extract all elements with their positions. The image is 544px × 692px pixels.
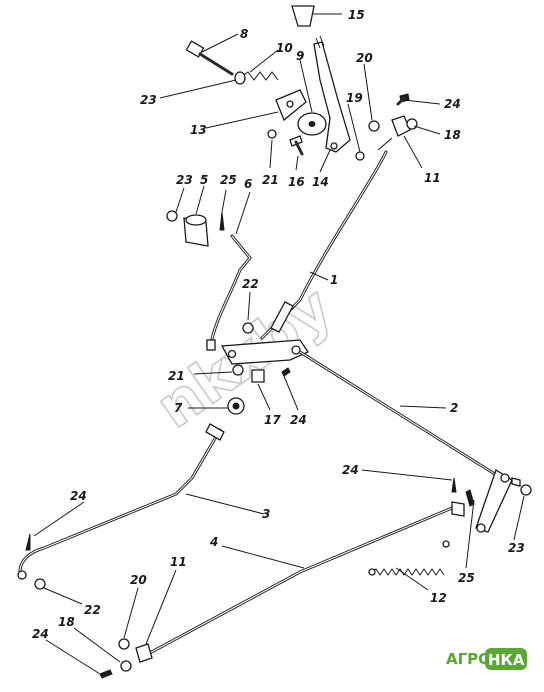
knob-15 <box>291 5 315 27</box>
callout-21-mid: 21 <box>168 369 185 383</box>
callout-9: 9 <box>296 49 304 63</box>
callout-24-left: 24 <box>70 489 87 503</box>
callout-16: 16 <box>288 175 305 189</box>
rod-1 <box>260 137 393 340</box>
rod-3 <box>17 423 225 580</box>
callout-12: 12 <box>430 591 447 605</box>
callout-24-top: 24 <box>444 97 461 111</box>
callout-5: 5 <box>200 173 208 187</box>
callout-11-top: 11 <box>424 171 441 185</box>
bolt-8 <box>185 40 234 76</box>
disc-9 <box>297 112 327 136</box>
spring-12 <box>368 540 450 576</box>
callout-24-mid: 24 <box>290 413 307 427</box>
pedal-arm-14 <box>313 35 351 153</box>
logo-left-text: АГРО <box>446 650 491 668</box>
callout-24-bottom: 24 <box>32 627 49 641</box>
callout-18-bottom: 18 <box>58 615 75 629</box>
callout-24-right: 24 <box>342 463 359 477</box>
callout-6: 6 <box>244 177 252 191</box>
callout-25-bottom: 25 <box>458 571 475 585</box>
callout-13: 13 <box>190 123 207 137</box>
callout-4: 4 <box>209 535 218 549</box>
callout-20-top: 20 <box>356 51 373 65</box>
callout-7: 7 <box>174 401 183 415</box>
callout-25-top: 25 <box>220 173 237 187</box>
callout-20-bottom: 20 <box>130 573 147 587</box>
callout-22-mid: 22 <box>242 277 259 291</box>
callout-21-top: 21 <box>262 173 279 187</box>
callout-14: 14 <box>312 175 329 189</box>
callout-10: 10 <box>276 41 293 55</box>
logo-right-text: НКА <box>488 651 525 669</box>
callout-23-top: 23 <box>140 93 157 107</box>
right-lever <box>475 469 521 533</box>
callout-11-bottom: 11 <box>170 555 187 569</box>
callout-numbers: 15 8 10 9 20 24 23 19 13 18 21 16 14 11 … <box>32 8 525 641</box>
bushing-5 <box>183 214 209 247</box>
callout-2: 2 <box>450 401 458 415</box>
rod-6 <box>206 234 252 351</box>
callout-3: 3 <box>262 507 270 521</box>
leader-lines <box>33 13 525 675</box>
callout-23-right: 23 <box>508 541 525 555</box>
rod-2 <box>298 350 500 478</box>
callout-19: 19 <box>346 91 363 105</box>
callout-18-top: 18 <box>444 128 461 142</box>
bracket-13 <box>275 89 307 122</box>
callout-22-bottom: 22 <box>84 603 101 617</box>
callout-8: 8 <box>240 27 248 41</box>
callout-17: 17 <box>264 413 281 427</box>
callout-23-mid: 23 <box>176 173 193 187</box>
agronka-logo: АГРО НКА <box>446 648 527 670</box>
spring-10 <box>234 71 279 85</box>
callout-1: 1 <box>330 273 338 287</box>
lever-plate <box>220 339 309 365</box>
callout-15: 15 <box>348 8 365 22</box>
rod-4 <box>144 501 465 657</box>
